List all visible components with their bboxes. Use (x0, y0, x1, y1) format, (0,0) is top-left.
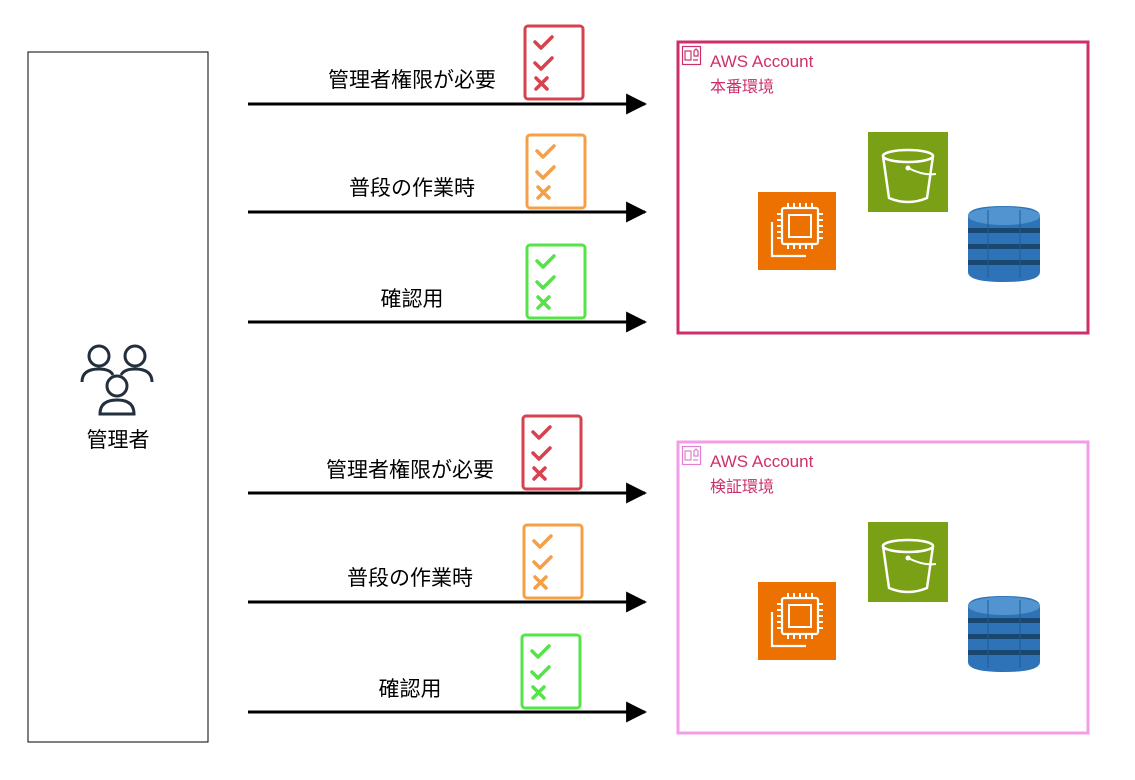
ec2-instance-icon (756, 190, 838, 272)
role-row: 管理者権限が必要 (248, 24, 648, 115)
role-label: 普段の作業時 (347, 566, 473, 590)
checklist-icon (525, 243, 587, 320)
role-label: 普段の作業時 (349, 176, 475, 200)
admin-label: 管理者 (87, 428, 150, 452)
role-label: 確認用 (381, 287, 444, 311)
role-row: 確認用 (248, 633, 648, 723)
checklist-icon (521, 414, 583, 491)
admin-box: 管理者 (27, 51, 209, 743)
role-label: 管理者権限が必要 (326, 458, 494, 482)
checklist-icon (525, 133, 587, 210)
role-label: 管理者権限が必要 (328, 68, 496, 92)
dynamodb-icon (967, 595, 1041, 673)
ec2-instance-icon (756, 580, 838, 662)
role-row: 普段の作業時 (248, 523, 648, 613)
aws-account-production: AWS Account 本番環境 (676, 40, 1090, 335)
account-environment: 検証環境 (710, 477, 774, 496)
role-label: 確認用 (379, 677, 442, 701)
dynamodb-icon (967, 205, 1041, 283)
checklist-icon (520, 633, 582, 710)
account-environment: 本番環境 (710, 77, 774, 96)
role-row: 管理者権限が必要 (248, 414, 648, 504)
s3-bucket-icon (866, 130, 950, 214)
role-row: 確認用 (248, 243, 648, 333)
role-row: 普段の作業時 (248, 133, 648, 223)
checklist-icon (522, 523, 584, 600)
account-title: AWS Account (710, 52, 814, 71)
account-title: AWS Account (710, 452, 814, 471)
checklist-icon (523, 24, 585, 101)
users-icon (80, 344, 154, 416)
role-rows: 管理者権限が必要 普段の作業時 確認用 管理者権限が必要 普段の作業時 (248, 24, 648, 723)
s3-bucket-icon (866, 520, 950, 604)
aws-account-staging: AWS Account 検証環境 (676, 440, 1090, 735)
